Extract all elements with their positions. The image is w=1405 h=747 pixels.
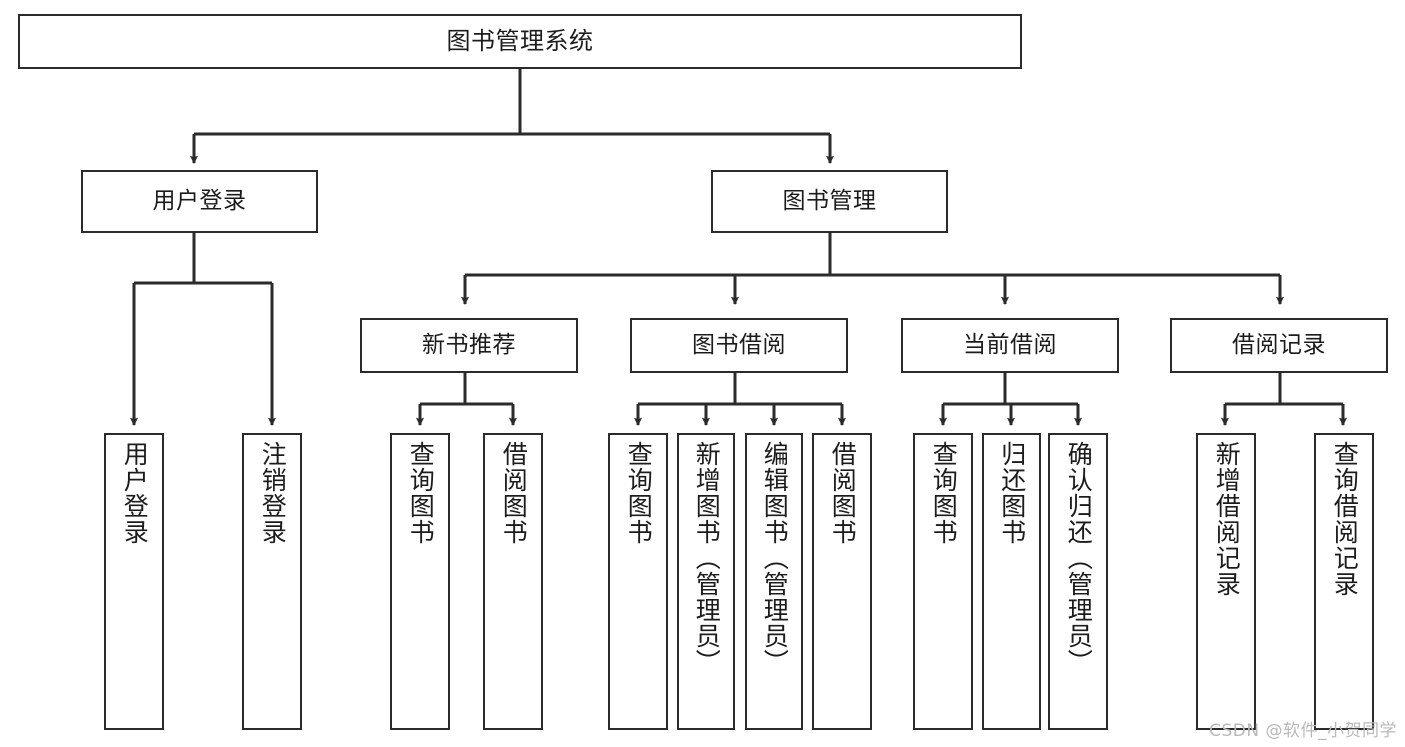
node-leaf-bookborrow-query-book[interactable]: 查询图书 [608,433,668,730]
node-new-book-recommend-label: 新书推荐 [422,331,516,358]
node-leaf-borrowrecord-query-record[interactable]: 查询借阅记录 [1314,433,1374,730]
node-leaf-borrowrecord-query-record-label: 查询借阅记录 [1330,441,1360,597]
node-book-borrow[interactable]: 图书借阅 [630,318,848,373]
node-book-management-label: 图书管理 [782,187,877,214]
node-leaf-bookborrow-edit-book-label: 编辑图书（管理员） [760,441,790,675]
node-new-book-recommend[interactable]: 新书推荐 [360,318,578,373]
node-book-management[interactable]: 图书管理 [711,170,948,233]
watermark-text: CSDN @软件_小贺同学 [1209,721,1397,741]
node-root-system-label: 图书管理系统 [446,27,594,56]
node-leaf-bookborrow-query-book-label: 查询图书 [624,441,654,545]
node-leaf-bookborrow-borrow-book-label: 借阅图书 [828,441,858,545]
node-user-login[interactable]: 用户登录 [81,170,318,233]
node-leaf-borrowrecord-add-record-label: 新增借阅记录 [1212,441,1242,597]
node-leaf-user-logout-label: 注销登录 [258,441,288,545]
node-current-borrow[interactable]: 当前借阅 [901,318,1119,373]
node-borrow-record-label: 借阅记录 [1232,331,1326,358]
node-leaf-user-login[interactable]: 用户登录 [104,433,164,730]
node-current-borrow-label: 当前借阅 [963,331,1057,358]
node-leaf-bookborrow-add-book[interactable]: 新增图书（管理员） [677,433,735,730]
node-leaf-newbook-borrow-book-label: 借阅图书 [499,441,529,545]
node-leaf-user-login-label: 用户登录 [120,441,150,545]
node-leaf-currentborrow-return-book[interactable]: 归还图书 [982,433,1041,730]
node-book-borrow-label: 图书借阅 [692,331,786,358]
node-leaf-user-logout[interactable]: 注销登录 [242,433,302,730]
node-user-login-label: 用户登录 [152,187,247,214]
node-leaf-currentborrow-confirm-return-label: 确认归还（管理员） [1064,441,1094,675]
node-leaf-newbook-query-book[interactable]: 查询图书 [390,433,450,730]
node-leaf-newbook-borrow-book[interactable]: 借阅图书 [483,433,543,730]
node-leaf-currentborrow-return-book-label: 归还图书 [997,441,1027,545]
node-leaf-bookborrow-borrow-book[interactable]: 借阅图书 [812,433,872,730]
node-leaf-currentborrow-query-book-label: 查询图书 [929,441,959,545]
node-leaf-currentborrow-confirm-return[interactable]: 确认归还（管理员） [1048,433,1108,730]
node-leaf-bookborrow-add-book-label: 新增图书（管理员） [692,441,722,675]
node-leaf-currentborrow-query-book[interactable]: 查询图书 [913,433,973,730]
node-root-system[interactable]: 图书管理系统 [18,14,1022,69]
node-leaf-borrowrecord-add-record[interactable]: 新增借阅记录 [1196,433,1256,730]
node-leaf-newbook-query-book-label: 查询图书 [406,441,436,545]
node-leaf-bookborrow-edit-book[interactable]: 编辑图书（管理员） [745,433,803,730]
node-borrow-record[interactable]: 借阅记录 [1170,318,1388,373]
